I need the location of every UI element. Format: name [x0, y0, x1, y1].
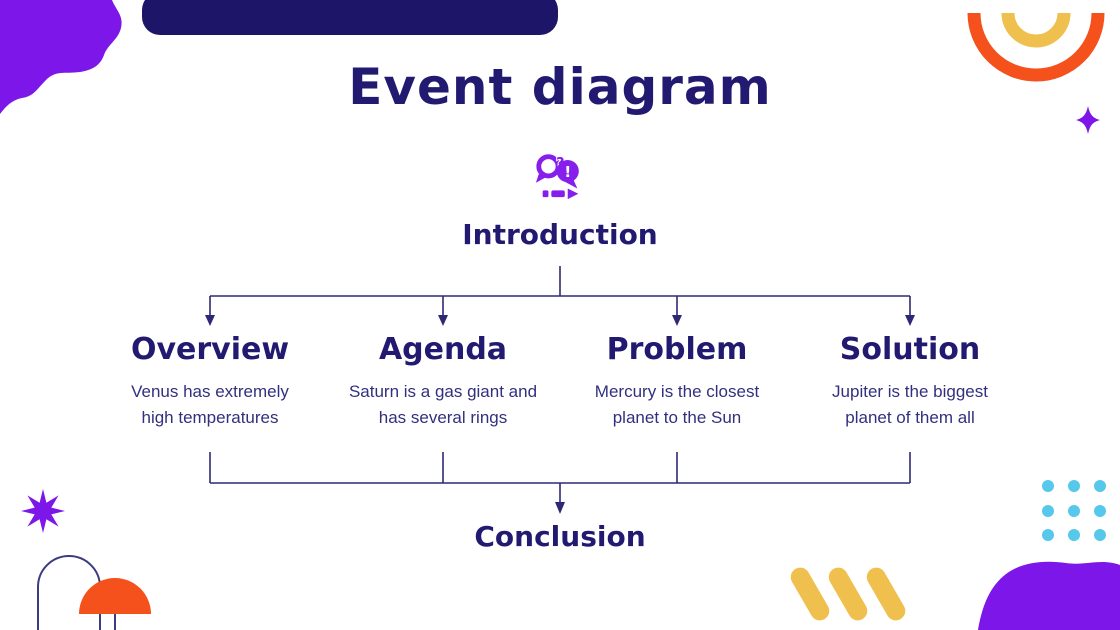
- dome-orange: [79, 578, 151, 614]
- branch-title: Solution: [839, 332, 981, 367]
- diagram-node-conclusion: Conclusion: [474, 520, 646, 553]
- arc-inner-yellow: [1001, 12, 1071, 48]
- branch-description: Saturn is a gas giant and has several ri…: [348, 382, 538, 427]
- bar-top-navy: [142, 0, 558, 35]
- yellow-slashes: [790, 567, 906, 621]
- branch-description: Mercury is the closest planet to the Sun: [594, 382, 760, 427]
- branch-title: Agenda: [378, 332, 508, 367]
- exclamation-glyph: !: [564, 163, 571, 181]
- diagram-node-introduction: Introduction: [462, 218, 658, 251]
- arrowhead: [555, 502, 565, 514]
- diagram-branch-agenda: Agenda Saturn is a gas giant and has sev…: [325, 332, 561, 431]
- branch-description: Jupiter is the biggest planet of them al…: [832, 382, 988, 427]
- pencil-shape: [542, 188, 579, 200]
- arch-outline: [37, 555, 101, 630]
- diagram-branch-solution: Solution Jupiter is the biggest planet o…: [792, 332, 1028, 431]
- slide-title: Event diagram: [348, 58, 772, 116]
- branch-title: Problem: [606, 332, 748, 367]
- branch-title: Overview: [130, 332, 290, 367]
- branch-description: Venus has extremely high temperatures: [131, 382, 289, 427]
- arrowhead: [672, 315, 682, 326]
- diagram-branch-overview: Overview Venus has extremely high temper…: [92, 332, 328, 431]
- diagram-branch-problem: Problem Mercury is the closest planet to…: [559, 332, 795, 431]
- question-exclamation-pencil-icon: ? !: [535, 154, 579, 200]
- arrowhead: [438, 315, 448, 326]
- arrowhead: [205, 315, 215, 326]
- blob-bottom-right: [978, 561, 1120, 630]
- arrowhead: [905, 315, 915, 326]
